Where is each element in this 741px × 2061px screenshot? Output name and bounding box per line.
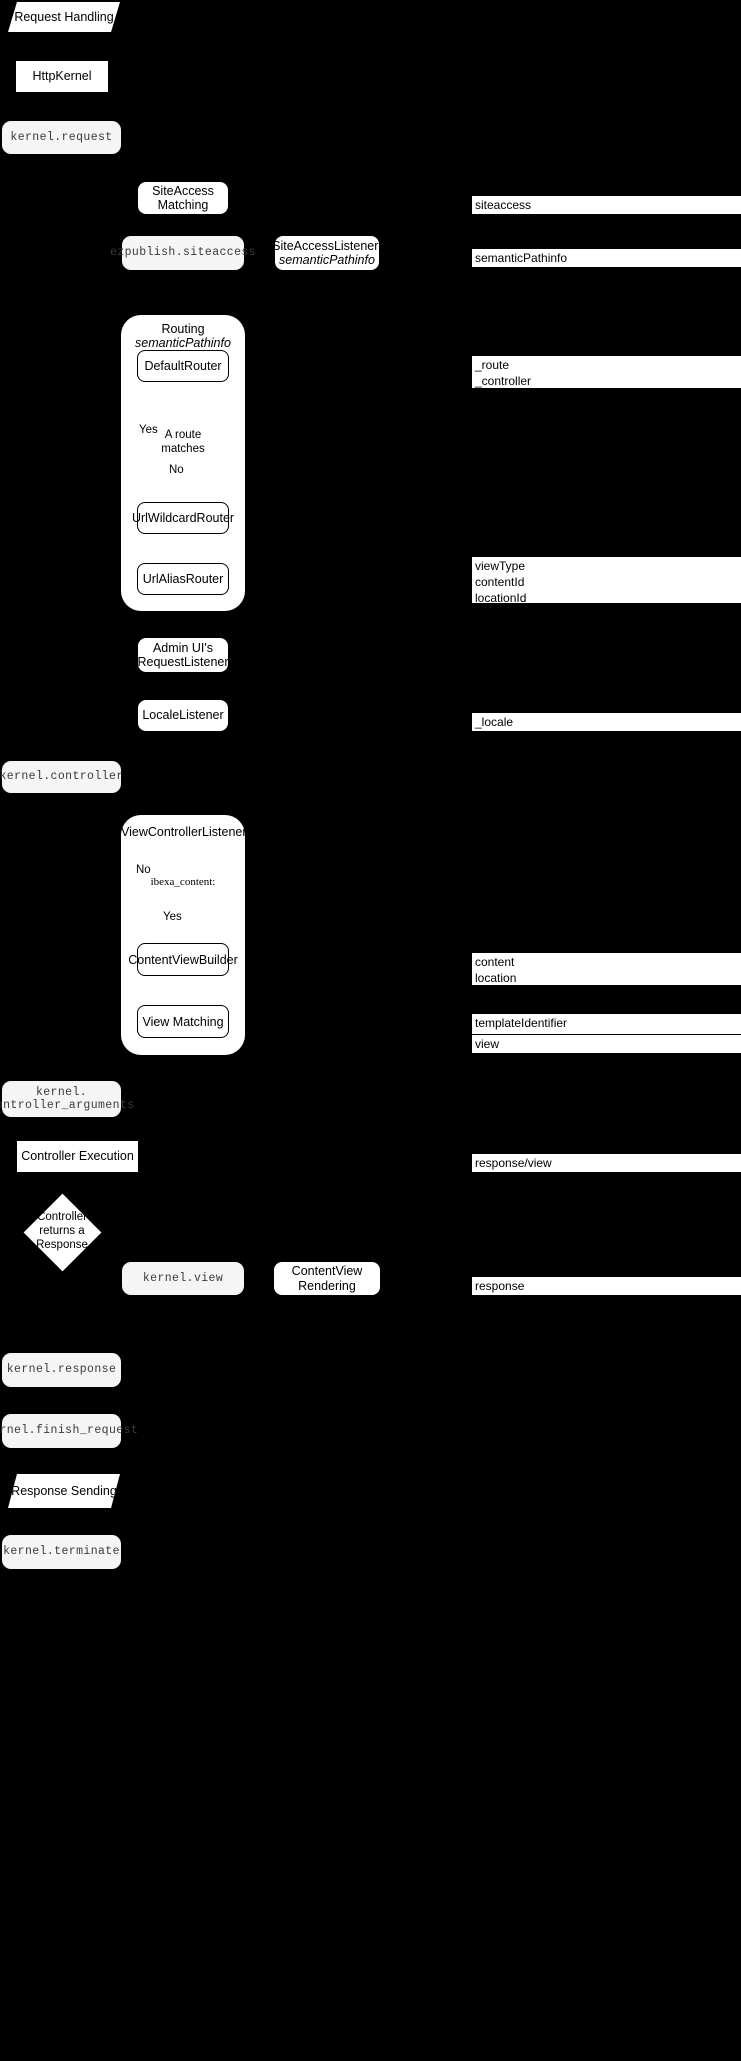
event-kernel-terminate-label: kernel.terminate bbox=[3, 1545, 120, 1559]
attr-view-content-location-line-2: locationId bbox=[475, 591, 527, 606]
group-view-controller-listener-title-label: ViewControllerListener bbox=[121, 825, 247, 839]
event-kernel-view-label: kernel.view bbox=[142, 1271, 224, 1285]
node-siteaccess-listener-line1: SiteAccessListener: bbox=[272, 238, 382, 253]
event-kernel-terminate: kernel.terminate bbox=[2, 1535, 121, 1569]
node-controller-execution-label: Controller Execution bbox=[21, 1149, 134, 1164]
node-siteaccess-listener: SiteAccessListener: semanticPathinfo bbox=[272, 236, 382, 270]
attr-response: response bbox=[471, 1276, 741, 1296]
view-edge-no-label: No bbox=[136, 864, 151, 876]
attr-response-view: response/view bbox=[471, 1153, 741, 1173]
node-admin-ui-request-listener-line2: RequestListener bbox=[137, 655, 229, 669]
attr-view-content-location-line-0: viewType bbox=[475, 559, 526, 573]
event-kernel-request: kernel.request bbox=[2, 121, 121, 154]
attr-template-controller-line-0: templateIdentifier bbox=[475, 1016, 568, 1030]
attr-content-location-line-0: content bbox=[475, 955, 515, 969]
view-decision-label: ibexa_content: bbox=[141, 876, 225, 889]
attr-locale-line-0: _locale bbox=[475, 715, 514, 729]
phase-response-sending: Response Sending bbox=[8, 1474, 120, 1508]
node-siteaccess-listener-line2: semanticPathinfo bbox=[279, 253, 375, 267]
node-http-kernel-label: HttpKernel bbox=[32, 69, 92, 84]
attr-response-line-0: response bbox=[475, 1279, 525, 1293]
attr-locale: _locale bbox=[471, 712, 741, 732]
event-kernel-controller-arguments-line2: controller_arguments bbox=[0, 1099, 135, 1112]
node-url-alias-router: UrlAliasRouter bbox=[137, 563, 229, 595]
routing-decision-label: A route matches bbox=[153, 429, 213, 457]
node-controller-execution: Controller Execution bbox=[17, 1141, 138, 1172]
event-ezpublish-siteaccess-label: ezpublish.siteaccess bbox=[109, 246, 257, 260]
node-contentview-rendering-label: ContentView Rendering bbox=[291, 1264, 363, 1293]
attr-content-location: content location bbox=[471, 952, 741, 986]
attr-route-controller-line-1: _controller bbox=[475, 374, 532, 389]
view-decision-text: ibexa_content: bbox=[150, 876, 216, 888]
phase-request-handling: Request Handling bbox=[8, 2, 120, 32]
attr-response-view-line-0: response/view bbox=[475, 1156, 552, 1170]
node-url-wildcard-router: UrlWildcardRouter bbox=[132, 502, 234, 534]
event-kernel-response: kernel.response bbox=[2, 1353, 121, 1387]
attr-view-content-location: viewType contentId locationId bbox=[471, 556, 741, 606]
routing-edge-no: No bbox=[169, 464, 184, 476]
node-locale-listener-label: LocaleListener bbox=[142, 708, 224, 723]
node-view-matching: View Matching bbox=[137, 1005, 229, 1038]
view-edge-no: No bbox=[136, 864, 151, 876]
node-default-router: DefaultRouter bbox=[137, 350, 229, 382]
node-admin-ui-request-listener-line1: Admin UI's bbox=[152, 640, 214, 655]
node-content-view-builder-label: ContentViewBuilder bbox=[128, 952, 238, 967]
routing-decision-line2: matches bbox=[161, 442, 205, 455]
attr-view-line-0: view bbox=[475, 1037, 500, 1051]
diamond-line2: returns a bbox=[39, 1224, 85, 1237]
event-kernel-controller-arguments: kernel. controller_arguments bbox=[0, 1081, 134, 1117]
node-locale-listener: LocaleListener bbox=[138, 700, 228, 731]
event-kernel-response-label: kernel.response bbox=[6, 1363, 117, 1377]
attr-content-location-line-1: location bbox=[475, 971, 517, 986]
attr-semantic-pathinfo: semanticPathinfo bbox=[471, 248, 741, 268]
node-default-router-label: DefaultRouter bbox=[144, 359, 222, 373]
node-content-view-builder: ContentViewBuilder bbox=[128, 943, 238, 976]
group-routing-title-prefix: Routing bbox=[161, 322, 205, 336]
view-edge-yes-label: Yes bbox=[163, 911, 182, 923]
routing-edge-yes-label: Yes bbox=[139, 424, 158, 436]
node-view-matching-label: View Matching bbox=[142, 1014, 224, 1029]
attr-semantic-pathinfo-line-0: semanticPathinfo bbox=[475, 251, 568, 265]
attr-view: view bbox=[471, 1034, 741, 1054]
diamond-line1: Controller bbox=[37, 1211, 87, 1223]
routing-edge-yes: Yes bbox=[139, 424, 158, 436]
view-edge-yes: Yes bbox=[163, 911, 182, 923]
node-siteaccess-matching: SiteAccess Matching bbox=[138, 182, 228, 214]
attr-siteaccess-line-0: siteaccess bbox=[475, 198, 532, 212]
node-siteaccess-matching-label: SiteAccess Matching bbox=[152, 183, 214, 212]
event-kernel-controller-arguments-line1: kernel. bbox=[35, 1085, 88, 1099]
event-kernel-controller: kernel.controller bbox=[0, 761, 124, 793]
diamond-controller-returns-response-label: Controller returns a Response bbox=[27, 1211, 97, 1252]
node-url-wildcard-router-label: UrlWildcardRouter bbox=[131, 511, 235, 525]
phase-request-handling-label: Request Handling bbox=[14, 9, 114, 24]
group-routing-title-italic: semanticPathinfo bbox=[135, 336, 231, 351]
event-ezpublish-siteaccess: ezpublish.siteaccess bbox=[110, 236, 256, 270]
routing-decision-line1: A route bbox=[164, 429, 202, 441]
group-view-controller-listener-title: ViewControllerListener bbox=[121, 825, 247, 839]
phase-response-sending-label: Response Sending bbox=[11, 1483, 117, 1498]
routing-edge-no-label: No bbox=[169, 464, 184, 476]
attr-route-controller-line-0: _route bbox=[475, 358, 510, 372]
diamond-line3: Response bbox=[36, 1238, 88, 1251]
node-http-kernel: HttpKernel bbox=[16, 61, 108, 92]
attr-route-controller: _route _controller bbox=[471, 355, 741, 389]
node-contentview-rendering: ContentView Rendering bbox=[274, 1262, 380, 1295]
node-url-alias-router-label: UrlAliasRouter bbox=[142, 572, 224, 586]
attr-siteaccess: siteaccess bbox=[471, 195, 741, 215]
attr-view-content-location-line-1: contentId bbox=[475, 575, 525, 590]
event-kernel-finish-request-label: kernel.finish_request bbox=[0, 1424, 139, 1438]
event-kernel-request-label: kernel.request bbox=[10, 130, 113, 144]
event-kernel-controller-label: kernel.controller bbox=[0, 770, 124, 784]
node-admin-ui-request-listener: Admin UI's RequestListener bbox=[137, 638, 229, 672]
event-kernel-view: kernel.view bbox=[122, 1262, 244, 1295]
event-kernel-finish-request: kernel.finish_request bbox=[0, 1414, 138, 1448]
